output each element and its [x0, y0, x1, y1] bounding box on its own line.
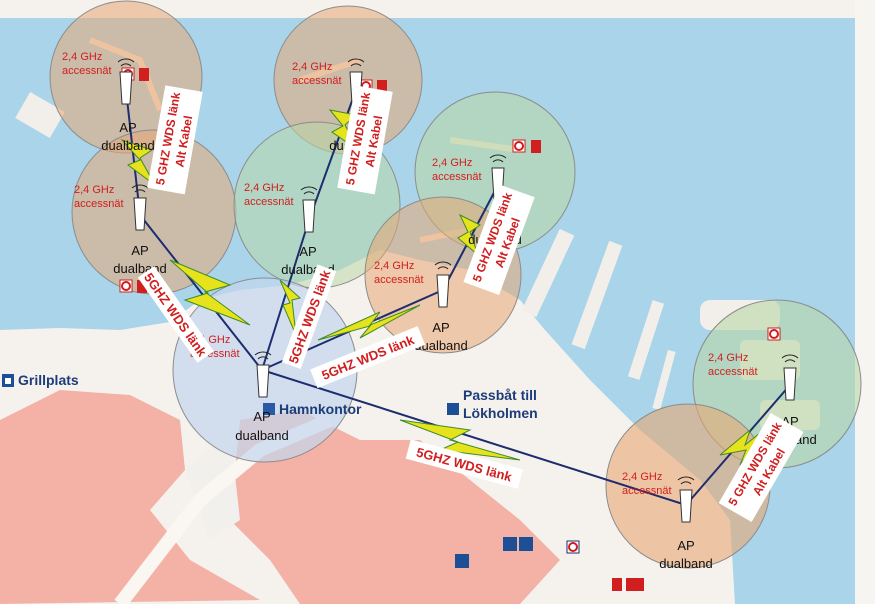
coverage-label: accessnät	[244, 196, 294, 208]
ap-label: AP	[432, 320, 449, 335]
coverage-label: accessnät	[374, 274, 424, 286]
grill-label: Grillplats	[18, 372, 79, 388]
ap-label: AP	[253, 409, 270, 424]
coverage-label: 2,4 GHz	[622, 471, 662, 483]
harbor-office-label: Hamnkontor	[279, 401, 362, 417]
map-edge	[855, 0, 875, 604]
coverage-label: accessnät	[62, 65, 112, 77]
ap-label: AP	[677, 538, 694, 553]
ferry-label: Lökholmen	[463, 405, 538, 421]
ap-label: dualband	[101, 138, 155, 153]
ap-label: dualband	[659, 556, 713, 571]
coverage-label: 2,4 GHz	[292, 61, 332, 73]
coverage-label: 2,4 GHz	[374, 260, 414, 272]
coverage-label: 2,4 GHz	[62, 51, 102, 63]
ap-label: AP	[299, 244, 316, 259]
coverage-label: 2,4 GHz	[244, 182, 284, 194]
ap-label: dualband	[235, 428, 289, 443]
ferry-label: Passbåt till	[463, 387, 537, 403]
coverage-label: accessnät	[292, 75, 342, 87]
coverage-label: accessnät	[74, 198, 124, 210]
coverage-label: accessnät	[708, 366, 758, 378]
ferry-icon	[447, 403, 459, 415]
coverage-label: 2,4 GHz	[432, 157, 472, 169]
ap-label: AP	[131, 243, 148, 258]
ap-label: AP	[119, 120, 136, 135]
coverage-label: accessnät	[432, 171, 482, 183]
grill-icon	[2, 374, 14, 387]
coverage-label: 2,4 GHz	[708, 352, 748, 364]
coverage-label: accessnät	[622, 485, 672, 497]
coverage-label: 2,4 GHz	[74, 184, 114, 196]
